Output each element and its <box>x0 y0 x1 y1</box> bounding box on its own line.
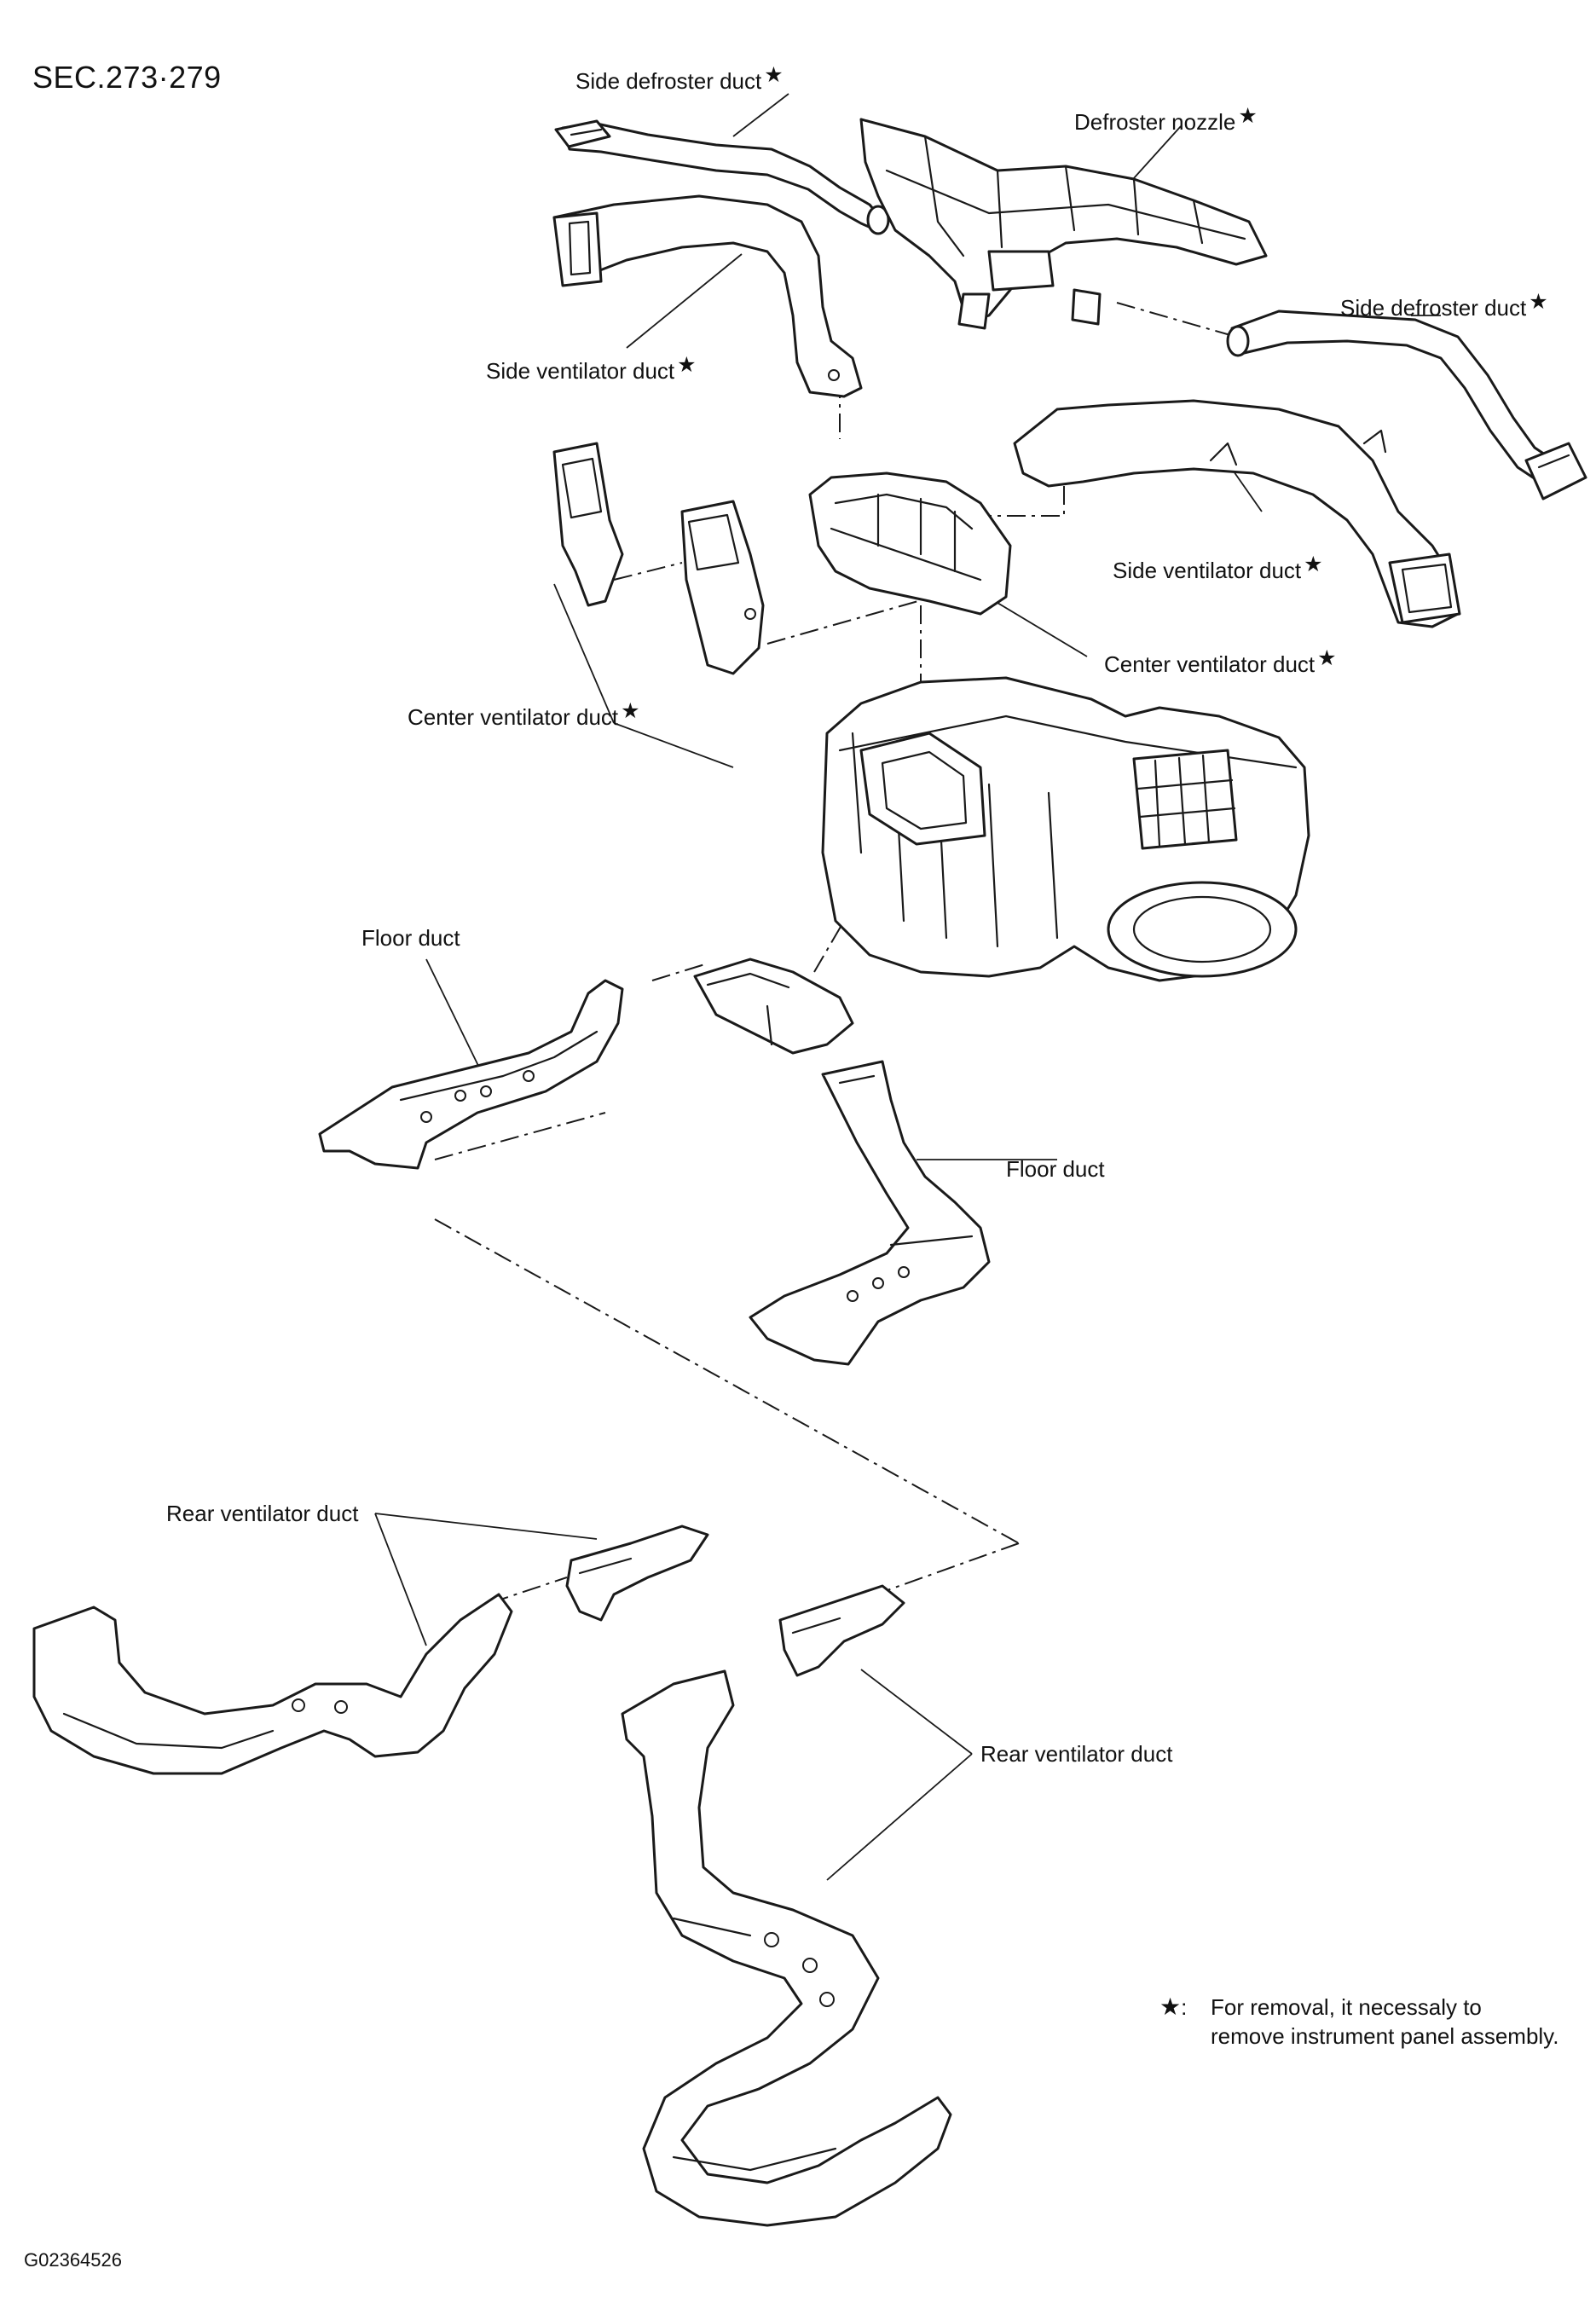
label-side-defroster-duct-left: Side defroster duct★ <box>575 63 784 95</box>
callout-text: Side defroster duct <box>1340 295 1527 321</box>
callout-text: Side ventilator duct <box>1113 558 1302 583</box>
rear-ventilator-duct-left <box>32 1525 709 1775</box>
callout-text: Side defroster duct <box>575 68 762 94</box>
label-center-ventilator-duct-right: Center ventilator duct★ <box>1104 646 1337 678</box>
callout-text: Floor duct <box>361 925 460 951</box>
removal-star-icon: ★ <box>764 63 784 87</box>
callout-text: Defroster nozzle <box>1074 109 1236 135</box>
floor-duct-right <box>749 1060 991 1366</box>
center-ventilator-duct-left-pair <box>552 442 765 675</box>
callout-text: Rear ventilator duct <box>166 1501 359 1526</box>
legend-star-icon: ★ <box>1159 1993 1182 2020</box>
removal-star-icon: ★ <box>1304 553 1323 576</box>
label-rear-ventilator-duct-right: Rear ventilator duct <box>980 1741 1172 1767</box>
removal-star-icon: ★ <box>1238 104 1258 128</box>
removal-star-icon: ★ <box>1529 290 1548 314</box>
legend-note-line-1: For removal, it necessaly to <box>1211 1994 1482 2020</box>
label-side-ventilator-duct-left: Side ventilator duct★ <box>486 353 697 385</box>
leader-lines <box>374 93 1441 1881</box>
section-code: SEC.273·279 <box>32 60 222 95</box>
side-ventilator-duct-right <box>1013 399 1461 628</box>
label-defroster-nozzle: Defroster nozzle★ <box>1074 104 1258 136</box>
removal-star-icon: ★ <box>621 699 640 723</box>
figure-code: G02364526 <box>24 2249 122 2271</box>
label-center-ventilator-duct-left: Center ventilator duct★ <box>408 699 640 731</box>
label-side-defroster-duct-right: Side defroster duct★ <box>1340 290 1548 321</box>
label-rear-ventilator-duct-left: Rear ventilator duct <box>166 1501 358 1526</box>
side-defroster-duct-right <box>1226 310 1587 500</box>
callout-text: Side ventilator duct <box>486 358 675 384</box>
legend-separator: : <box>1181 1994 1188 2020</box>
callout-text: Center ventilator duct <box>1104 651 1316 677</box>
floor-duct-connector <box>693 958 854 1055</box>
legend-note-line-2: remove instrument panel assembly. <box>1211 2023 1559 2049</box>
defroster-nozzle <box>859 118 1268 330</box>
legend: ★: For removal, it necessaly to remove i… <box>1159 1993 1558 2049</box>
removal-star-icon: ★ <box>1317 646 1337 670</box>
legend-note: For removal, it necessaly to remove inst… <box>1211 1993 1558 2051</box>
label-floor-duct-right: Floor duct <box>1006 1156 1105 1182</box>
floor-duct-left <box>318 979 624 1170</box>
callout-text: Rear ventilator duct <box>980 1741 1173 1767</box>
side-ventilator-duct-left <box>552 194 863 398</box>
label-side-ventilator-duct-right: Side ventilator duct★ <box>1113 553 1323 584</box>
rear-ventilator-duct-right <box>621 1584 952 2227</box>
heater-ac-unit <box>821 676 1310 982</box>
side-defroster-duct-left <box>554 119 890 235</box>
callout-text: Center ventilator duct <box>408 704 619 730</box>
center-ventilator-duct-center <box>808 472 1012 616</box>
callout-text: Floor duct <box>1006 1156 1105 1182</box>
removal-star-icon: ★ <box>677 353 697 377</box>
label-floor-duct-left: Floor duct <box>361 925 460 951</box>
